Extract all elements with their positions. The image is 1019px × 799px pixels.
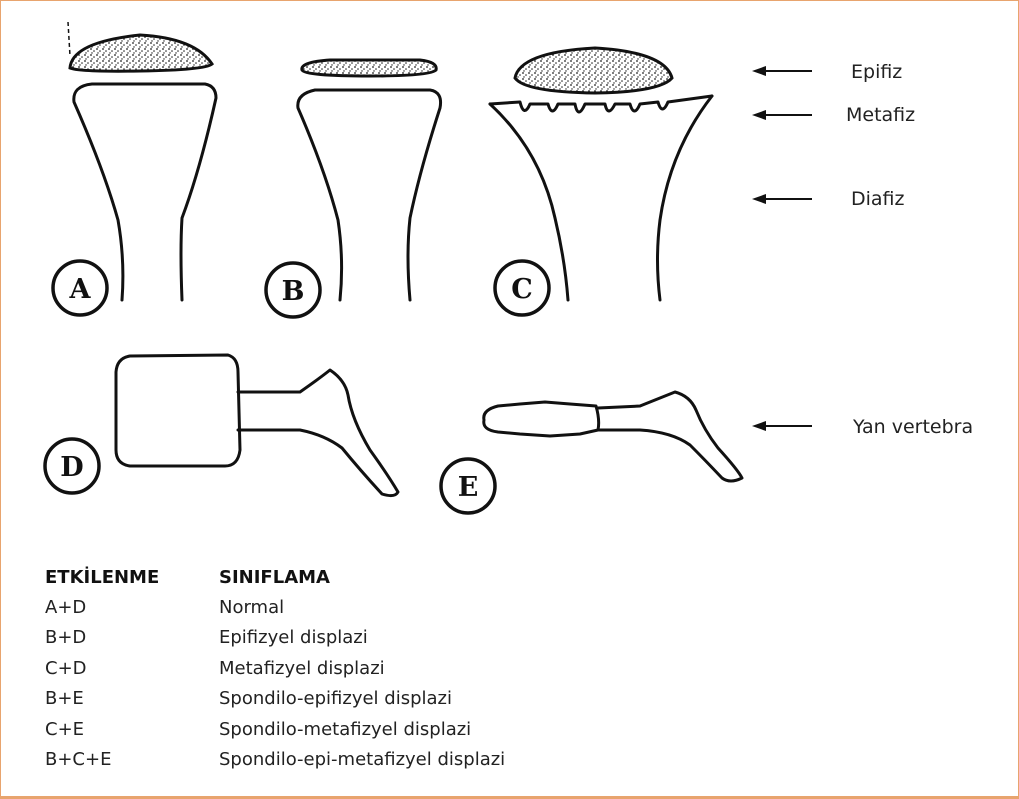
diaphysis-label: Diafiz [851, 188, 905, 210]
classification-cell: Spondilo-epi-metafizyel displazi [219, 749, 505, 770]
classification-cell: Spondilo-epifizyel displazi [219, 688, 452, 709]
involvement-cell: B+C+E [45, 749, 219, 770]
panel-b-label: B [266, 263, 320, 317]
involvement-cell: C+D [45, 658, 219, 679]
panel-c-metaphysis [490, 96, 712, 112]
panel-d-vertebra [116, 355, 398, 496]
involvement-cell: B+D [45, 627, 219, 648]
table-row: B+D Epifizyel displazi [45, 623, 505, 653]
panel-c-epiphysis [515, 48, 672, 93]
svg-text:D: D [60, 452, 83, 483]
lateral-vertebra-label: Yan vertebra [852, 416, 973, 438]
panel-e-body [484, 402, 599, 436]
panel-d-body [116, 355, 240, 466]
panel-b-bone [298, 60, 441, 300]
panel-e-process [598, 392, 742, 481]
classification-header: SINIFLAMA [219, 567, 330, 588]
involvement-cell: C+E [45, 719, 219, 740]
classification-cell: Metafizyel displazi [219, 658, 385, 679]
metaphysis-pointer: Metafiz [752, 104, 915, 126]
panel-b-shaft [298, 90, 441, 300]
classification-cell: Spondilo-metafizyel displazi [219, 719, 471, 740]
table-header: ETKİLENME SINIFLAMA [45, 562, 505, 592]
bone-diagram: A B C D E Epifiz [0, 0, 1019, 560]
vertebra-pointer: Yan vertebra [752, 416, 973, 438]
table-row: B+C+E Spondilo-epi-metafizyel displazi [45, 744, 505, 774]
metaphysis-label: Metafiz [846, 104, 915, 126]
panel-e-label: E [441, 459, 495, 513]
svg-text:E: E [458, 472, 479, 503]
classification-table: ETKİLENME SINIFLAMA A+D Normal B+D Epifi… [45, 562, 505, 775]
panel-a-bone [68, 22, 216, 300]
classification-cell: Normal [219, 597, 284, 618]
epiphysis-label: Epifiz [851, 61, 902, 83]
table-row: B+E Spondilo-epifizyel displazi [45, 684, 505, 714]
svg-text:B: B [282, 276, 305, 307]
table-row: C+E Spondilo-metafizyel displazi [45, 714, 505, 744]
table-row: A+D Normal [45, 592, 505, 622]
diaphysis-pointer: Diafiz [752, 188, 905, 210]
involvement-cell: B+E [45, 688, 219, 709]
epiphysis-pointer: Epifiz [752, 61, 902, 83]
classification-cell: Epifizyel displazi [219, 627, 368, 648]
panel-a-label: A [53, 261, 107, 315]
panel-d-label: D [45, 439, 99, 493]
panel-c-label: C [495, 261, 549, 315]
svg-text:A: A [69, 274, 92, 305]
panel-a-epiphysis [70, 35, 212, 71]
involvement-cell: A+D [45, 597, 219, 618]
table-row: C+D Metafizyel displazi [45, 653, 505, 683]
panel-b-epiphysis [302, 60, 436, 76]
involvement-header: ETKİLENME [45, 567, 219, 588]
panel-d-process [238, 370, 398, 496]
svg-text:C: C [511, 274, 533, 305]
panel-e-vertebra [484, 392, 742, 481]
